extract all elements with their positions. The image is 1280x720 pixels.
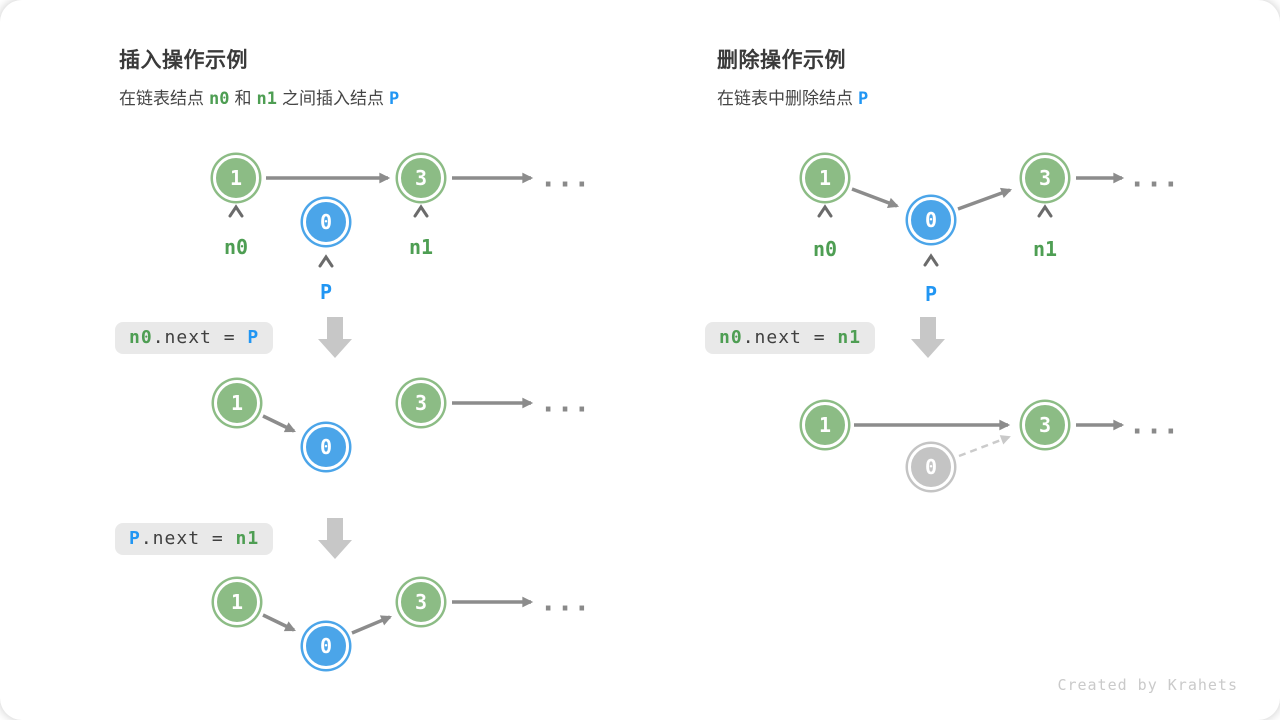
token-p: P: [858, 89, 869, 109]
delete-title: 删除操作示例: [717, 49, 846, 72]
code-step-1: n0.next = P: [115, 322, 274, 354]
code-lhs: n0: [719, 327, 743, 348]
node-3: 3: [398, 579, 444, 625]
subtitle-text: 在链表结点: [119, 89, 204, 108]
node-value: 1: [230, 590, 244, 614]
node-value: 1: [818, 413, 832, 437]
node-0: 0: [908, 197, 954, 243]
code-step-1: n0.next = n1: [705, 322, 876, 354]
token-n1: n1: [256, 89, 277, 109]
node-1: 1: [214, 380, 260, 426]
code-lhs: n0: [129, 327, 153, 348]
caret-icon-n0: [817, 204, 833, 218]
node-value: 0: [924, 455, 938, 479]
step-down-arrow-icon: [318, 518, 352, 559]
node-0: 0: [303, 623, 349, 669]
node-value: 3: [414, 166, 428, 190]
code-step-2: P.next = n1: [115, 523, 274, 555]
node-value: 0: [319, 435, 333, 459]
code-op: .next =: [742, 327, 838, 348]
node-value: 3: [1038, 413, 1052, 437]
pointer-label-n1: n1: [408, 235, 434, 259]
delete-dashed-arrow-0-to-3: [958, 435, 1011, 458]
step-down-arrow-icon: [911, 317, 945, 358]
code-lhs: P: [129, 528, 141, 549]
pointer-label-n0: n0: [812, 237, 838, 261]
subtitle-text: 和: [234, 89, 252, 108]
node-value: 1: [230, 391, 244, 415]
pointer-label-n0: n0: [223, 235, 249, 259]
node-3: 3: [1022, 155, 1068, 201]
caret-icon-n1: [1037, 204, 1053, 218]
pointer-label-p: P: [924, 282, 938, 306]
node-0: 0: [303, 424, 349, 470]
code-rhs: P: [247, 327, 260, 348]
node-1: 1: [802, 155, 848, 201]
node-value: 3: [414, 590, 428, 614]
node-value: 0: [319, 210, 333, 234]
delete-arrow-1-to-0: [851, 187, 900, 209]
pointer-label-p: P: [319, 280, 333, 304]
node-0-removed: 0: [908, 444, 954, 490]
pointer-label-n1: n1: [1032, 237, 1058, 261]
node-1: 1: [802, 402, 848, 448]
insert-title: 插入操作示例: [119, 49, 248, 72]
delete-subtitle: 在链表中删除结点 P: [717, 84, 873, 109]
caret-icon-p: [923, 253, 939, 267]
token-n0: n0: [209, 89, 230, 109]
node-3: 3: [398, 380, 444, 426]
node-3: 3: [1022, 402, 1068, 448]
ellipsis: ...: [539, 385, 591, 419]
delete-arrow-0-to-3: [957, 187, 1013, 211]
caret-icon-p: [318, 254, 334, 268]
token-p: P: [388, 89, 400, 109]
step-down-arrow-icon: [318, 317, 352, 358]
ellipsis: ...: [539, 160, 591, 194]
subtitle-text: 在链表中删除结点: [717, 89, 853, 108]
node-value: 0: [319, 634, 333, 658]
insert-arrow-1-to-0: [262, 414, 296, 433]
node-1: 1: [214, 579, 260, 625]
node-1: 1: [213, 155, 259, 201]
code-op: .next =: [140, 528, 236, 549]
node-value: 1: [229, 166, 243, 190]
insert-arrow-1-to-0-2: [262, 613, 296, 632]
ellipsis: ...: [1128, 407, 1180, 441]
node-value: 3: [1038, 166, 1052, 190]
code-rhs: n1: [235, 528, 260, 549]
watermark: Created by Krahets: [1057, 676, 1238, 694]
ellipsis: ...: [1128, 160, 1180, 194]
ellipsis: ...: [539, 584, 591, 618]
insert-arrow-0-to-3: [351, 615, 392, 635]
node-3: 3: [398, 155, 444, 201]
node-0: 0: [303, 199, 349, 245]
code-rhs: n1: [837, 327, 862, 348]
node-value: 0: [924, 208, 938, 232]
caret-icon-n1: [413, 204, 429, 218]
subtitle-text: 之间插入结点: [281, 89, 384, 108]
node-value: 3: [414, 391, 428, 415]
caret-icon-n0: [228, 204, 244, 218]
code-op: .next =: [152, 327, 248, 348]
node-value: 1: [818, 166, 832, 190]
